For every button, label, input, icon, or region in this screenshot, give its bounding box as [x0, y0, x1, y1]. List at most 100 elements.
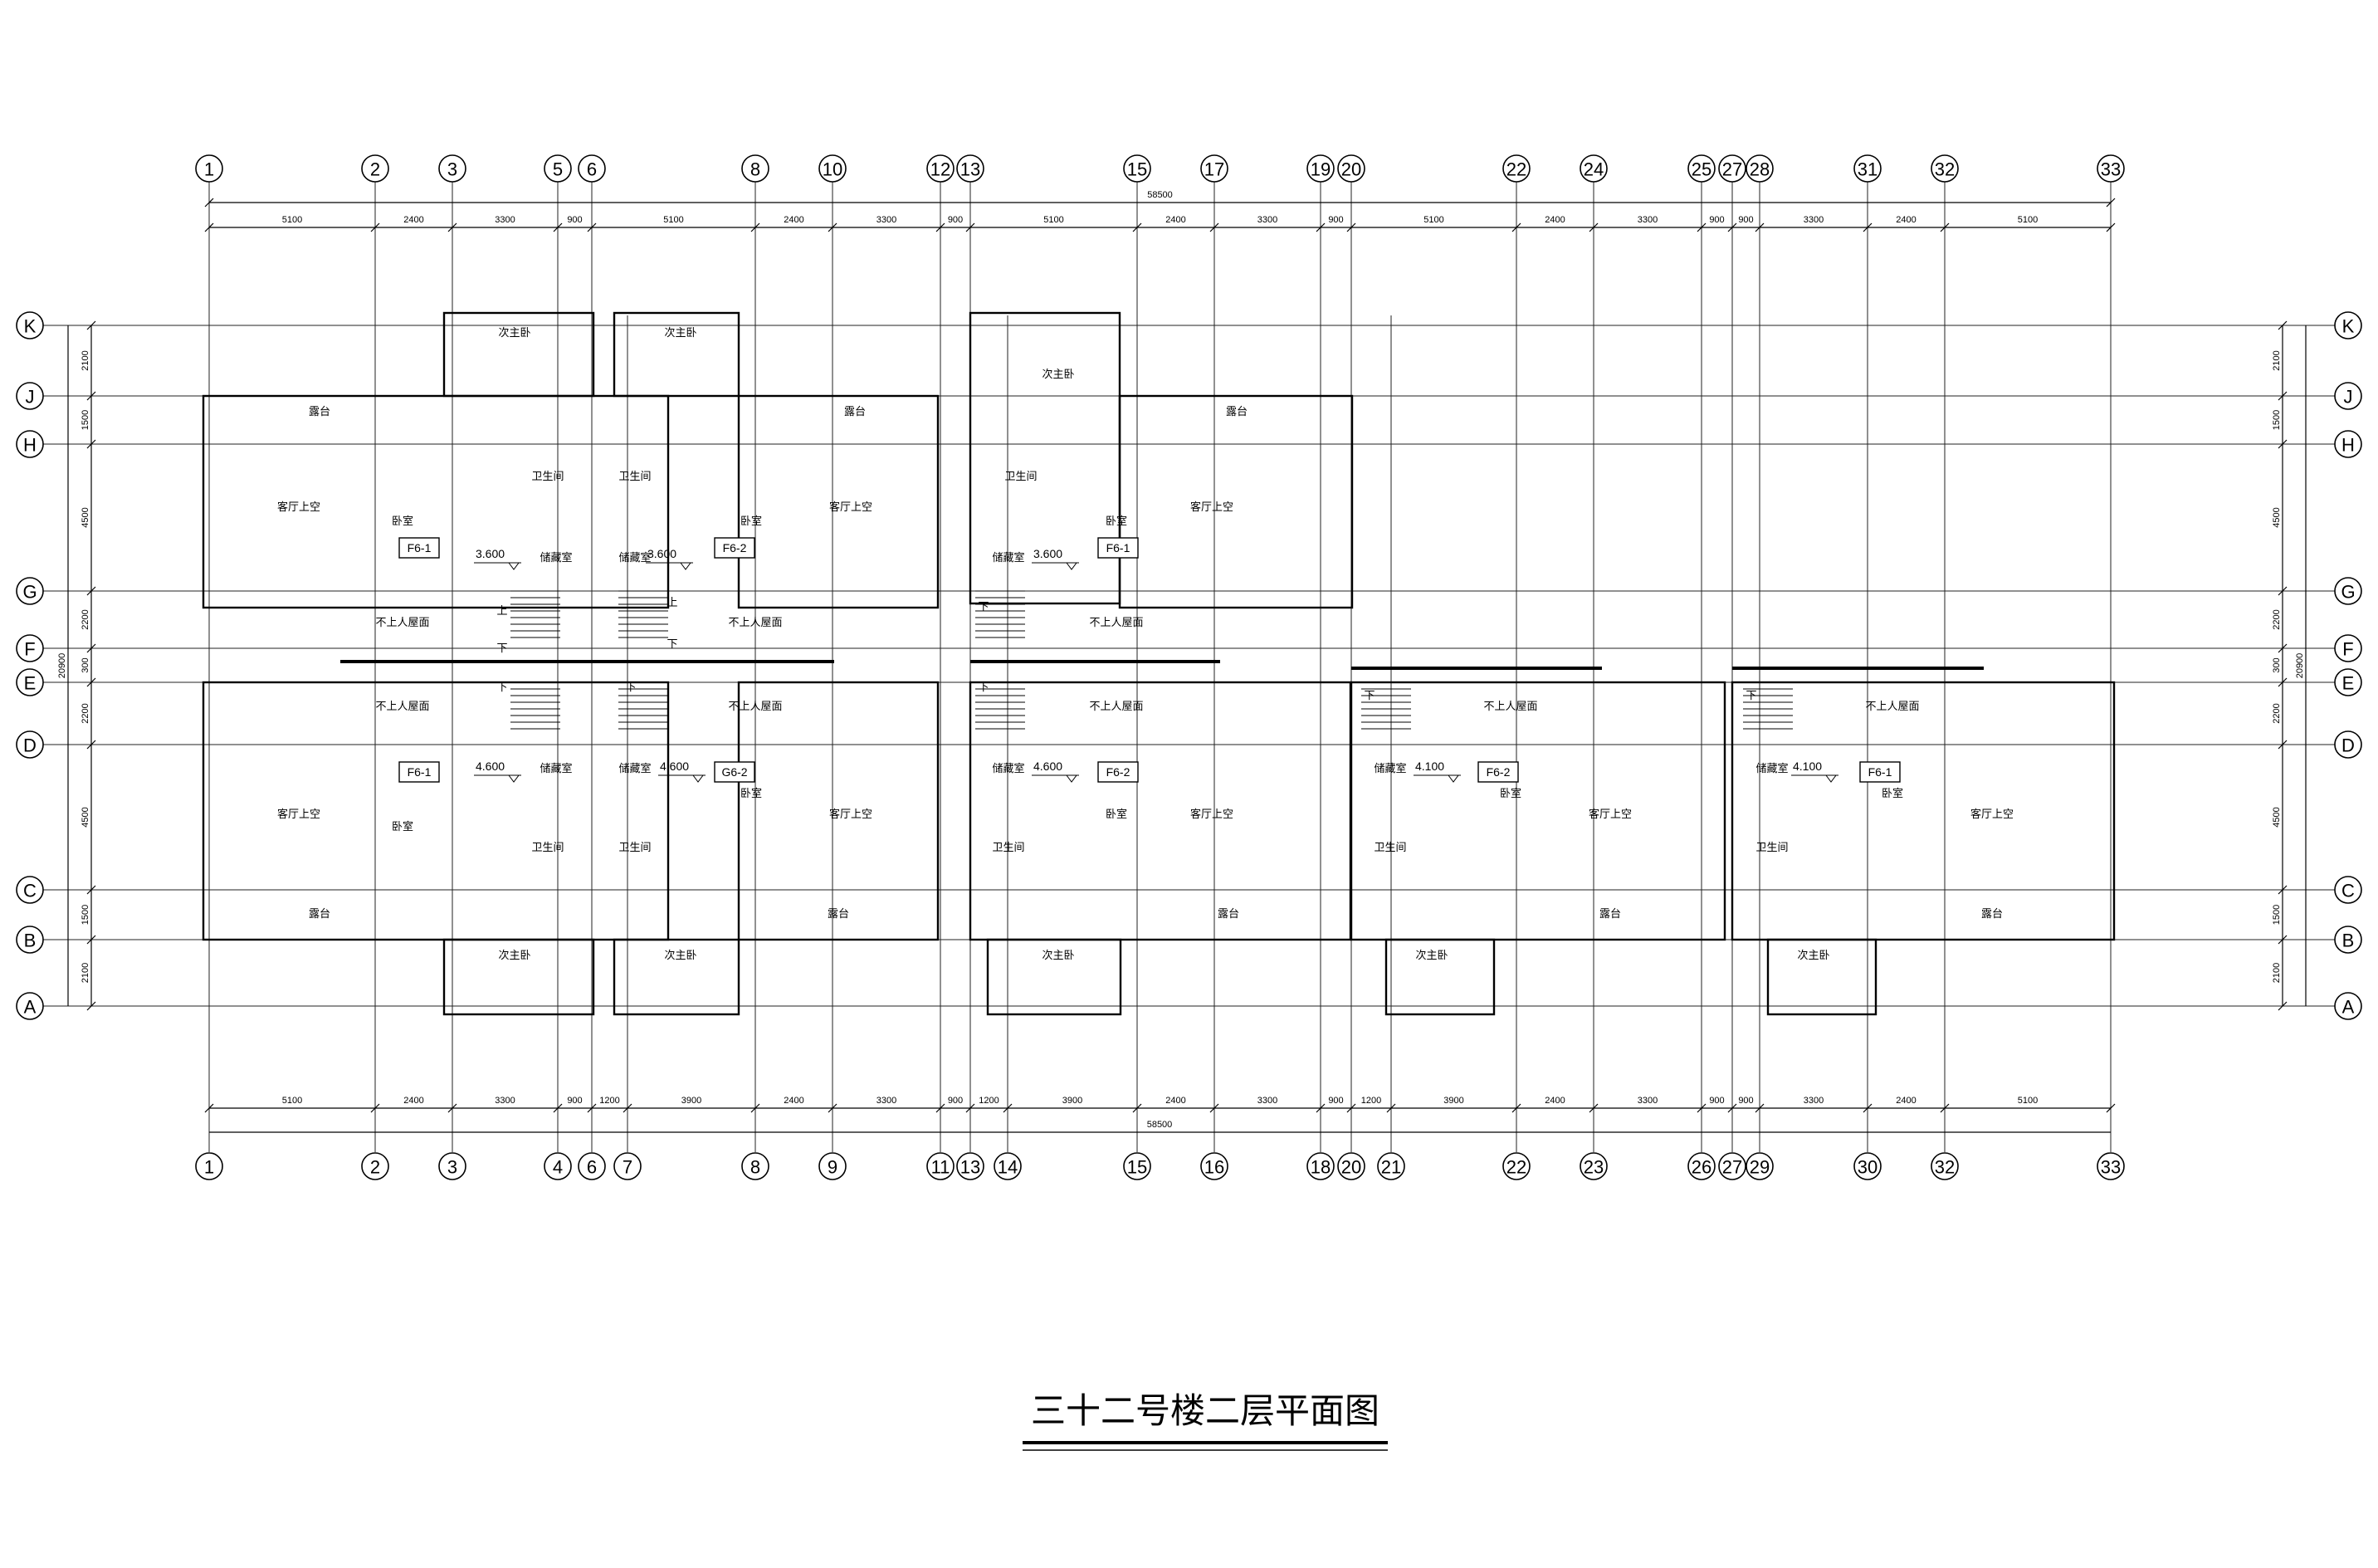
room-label: 下: [496, 681, 507, 693]
side-dimension-value: 2200: [2272, 609, 2282, 629]
elevation-marker: [1066, 562, 1077, 570]
elevation-value: 3.600: [1033, 547, 1062, 560]
grid-lines: [43, 181, 2336, 1152]
side-dimension-value: 2100: [2272, 350, 2282, 370]
top-dimension-tick: [447, 222, 457, 232]
axis-bubble-row: [2334, 992, 2362, 1020]
axis-label-top: 12: [930, 159, 950, 180]
unit-tag-box: [1859, 761, 1901, 783]
bottom-dimension-value: 2400: [1165, 1096, 1185, 1106]
axis-label-top: 25: [1692, 159, 1711, 180]
bottom-dimension-value: 3300: [1257, 1096, 1277, 1106]
unit-tag-box: [398, 537, 440, 559]
axis-label-row: G: [22, 582, 37, 603]
room-label: 卫生间: [992, 841, 1024, 853]
room-label: 卫生间: [618, 841, 651, 853]
unit-tag-box: [1097, 537, 1139, 559]
axis-label-top: 2: [370, 159, 380, 180]
room-label: 不上人屋面: [728, 700, 782, 712]
bottom-dimension-tick: [965, 1103, 975, 1113]
axis-label-top: 20: [1341, 159, 1361, 180]
bottom-dimension-value: 2400: [403, 1096, 423, 1106]
axis-bubble-bottom: [1718, 1152, 1746, 1180]
axis-label-top: 28: [1750, 159, 1770, 180]
wall-outline: [202, 394, 670, 609]
bottom-dimension-value: 1200: [979, 1096, 999, 1106]
unit-tag-label: F6-1: [408, 765, 432, 779]
axis-label-bottom: 15: [1127, 1157, 1147, 1178]
wall-outline: [1766, 938, 1877, 1016]
elevation-marker: [508, 774, 520, 783]
side-dimension-value: 4500: [2272, 507, 2282, 527]
room-label: 下: [1364, 689, 1375, 701]
room-label: 客厅上空: [1190, 501, 1233, 513]
side-dimension-tick: [2278, 586, 2288, 596]
room-label: 储藏室: [618, 551, 651, 564]
room-label: 上: [667, 596, 677, 608]
axis-label-bottom: 29: [1750, 1157, 1770, 1178]
axis-label-top: 33: [2101, 159, 2121, 180]
unit-tag-label: F6-2: [1106, 765, 1130, 779]
elevation-marker: [1825, 774, 1837, 783]
side-dimension-tick: [86, 677, 96, 687]
bottom-dimension-tick: [1697, 1103, 1707, 1113]
wall-outline: [442, 311, 595, 398]
room-label: 卫生间: [618, 470, 651, 482]
bottom-dimension-value: 900: [1328, 1096, 1343, 1106]
top-dimension-value: 900: [1738, 215, 1753, 225]
axis-bubble-top: [438, 154, 466, 183]
axis-label-top: 22: [1506, 159, 1526, 180]
unit-tag-label: F6-2: [723, 541, 747, 554]
top-dimension-value: 900: [1328, 215, 1343, 225]
axis-label-bottom: 32: [1935, 1157, 1955, 1178]
axis-bubble-bottom: [1200, 1152, 1228, 1180]
side-dimension-tick: [86, 643, 96, 653]
axis-label-bottom: 16: [1204, 1157, 1224, 1178]
axis-label-bottom: 2: [370, 1157, 380, 1178]
room-label: 上: [496, 604, 507, 617]
side-dimension-value: 1500: [2272, 905, 2282, 925]
axis-bubble-bottom: [1502, 1152, 1531, 1180]
axis-bubble-top: [1306, 154, 1335, 183]
room-label: 储藏室: [992, 551, 1024, 564]
wall-outline: [737, 681, 940, 941]
axis-bubble-bottom: [994, 1152, 1022, 1180]
axis-bubble-row: [16, 668, 44, 696]
room-label: 露台: [1218, 907, 1239, 920]
elevation-value: 4.600: [660, 760, 689, 773]
room-label: 次主卧: [1797, 949, 1829, 961]
axis-bubble-bottom: [438, 1152, 466, 1180]
room-label: 卫生间: [531, 841, 564, 853]
side-dimension-tick: [2278, 391, 2288, 401]
drawing-title: 三十二号楼二层平面图: [1031, 1390, 1379, 1431]
top-dimension-tick: [2106, 222, 2116, 232]
axis-bubble-row: [2334, 668, 2362, 696]
bottom-dimension-tick: [1346, 1103, 1356, 1113]
bottom-total-value: 58500: [1147, 1120, 1173, 1130]
side-dimension-tick: [86, 391, 96, 401]
elevation-value: 4.600: [476, 760, 505, 773]
axis-label-row: E: [2342, 673, 2355, 694]
axis-label-bottom: 11: [931, 1157, 950, 1178]
room-label: 卧室: [392, 820, 413, 833]
top-dimension-tick: [553, 222, 563, 232]
room-label: 露台: [309, 405, 330, 418]
top-dimension-tick: [965, 222, 975, 232]
wall-outline: [969, 681, 1352, 941]
top-dimension-value: 900: [567, 215, 582, 225]
axis-bubble-row: [16, 577, 44, 605]
axis-bubble-row: [2334, 430, 2362, 458]
wall-outline: [1731, 681, 2116, 941]
bottom-dimension-tick: [2106, 1103, 2116, 1113]
top-dimension-value: 2400: [784, 215, 803, 225]
bottom-dimension-tick: [1589, 1103, 1599, 1113]
axis-label-row: G: [2341, 582, 2355, 603]
unit-tag-label: F6-2: [1487, 765, 1511, 779]
room-label: 卧室: [1106, 808, 1127, 820]
axis-label-top: 17: [1204, 159, 1224, 180]
axis-label-bottom: 33: [2101, 1157, 2121, 1178]
elevation-marker: [508, 562, 520, 570]
room-label: 卧室: [392, 515, 413, 527]
room-label: 储藏室: [992, 762, 1024, 774]
top-dimension-value: 3300: [1804, 215, 1824, 225]
